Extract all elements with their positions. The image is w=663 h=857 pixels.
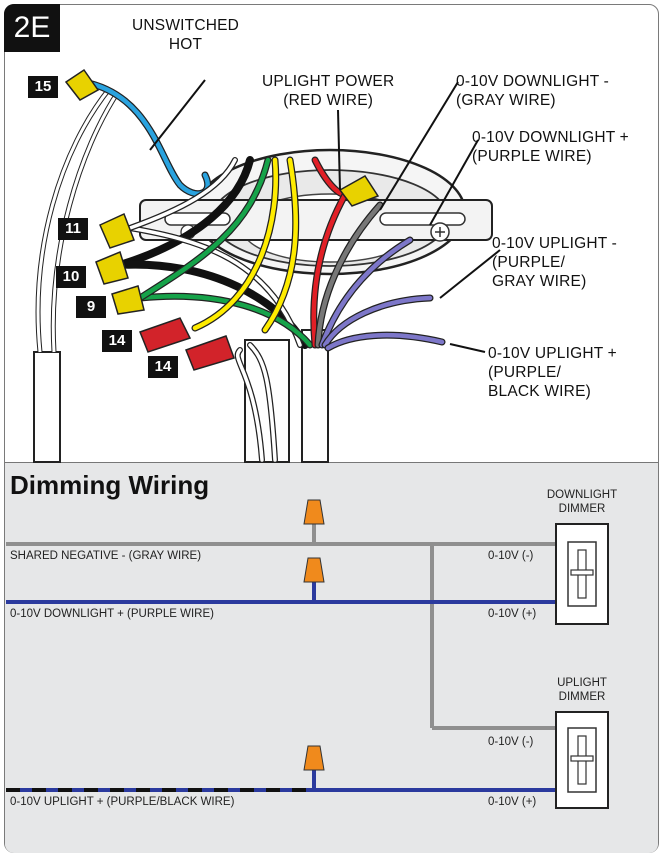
wire-nut-10-icon (95, 250, 129, 285)
uplight-dimmer (555, 711, 609, 809)
part-number-10: 10 (56, 266, 86, 288)
callout-line: 0-10V UPLIGHT + (488, 345, 617, 362)
callout-downlight-negative: 0-10V DOWNLIGHT - (GRAY WIRE) (456, 72, 609, 110)
dimming-lines (6, 522, 556, 792)
callout-downlight-positive: 0-10V DOWNLIGHT + (PURPLE WIRE) (472, 128, 629, 166)
downlight-term-positive: 0-10V (+) (488, 608, 537, 620)
part-number-14b: 14 (148, 356, 178, 378)
callout-line: (PURPLE WIRE) (472, 148, 592, 165)
part-number-11: 11 (58, 218, 88, 240)
callout-unswitched-hot: UNSWITCHED HOT (132, 16, 239, 54)
callout-line: HOT (168, 36, 203, 53)
callout-uplight-positive: 0-10V UPLIGHT + (PURPLE/ BLACK WIRE) (488, 344, 617, 401)
callout-uplight-negative: 0-10V UPLIGHT - (PURPLE/ GRAY WIRE) (492, 234, 617, 291)
downlight-term-negative: 0-10V (-) (488, 550, 534, 562)
dim-wire-nut-icon (303, 557, 325, 583)
callout-uplight-power: UPLIGHT POWER (RED WIRE) (262, 72, 394, 110)
uplight-term-positive: 0-10V (+) (488, 796, 537, 808)
wire-nut-14b-icon (185, 335, 235, 371)
wire-nuts (64, 68, 380, 371)
callout-line: (PURPLE/ (488, 364, 562, 381)
wire-nut-11-icon (99, 212, 135, 249)
dimmer-label-line: DIMMER (558, 691, 606, 703)
callout-line: 0-10V UPLIGHT - (492, 235, 618, 252)
wire-nut-14a-icon (139, 317, 192, 353)
callout-line: (GRAY WIRE) (456, 92, 556, 109)
callout-line: (PURPLE/ (492, 254, 566, 271)
part-number-9: 9 (76, 296, 106, 318)
part-number-14a: 14 (102, 330, 132, 352)
callout-line: BLACK WIRE) (488, 383, 591, 400)
dimmer-label-line: DOWNLIGHT (546, 489, 618, 501)
dimmer-label-line: UPLIGHT (557, 677, 607, 689)
wire-nut-15-icon (64, 68, 100, 101)
callout-line: GRAY WIRE) (492, 273, 587, 290)
step-tag: 2E (4, 4, 60, 52)
uplight-term-negative: 0-10V (-) (488, 736, 534, 748)
dimmer-label-line: DIMMER (558, 503, 606, 515)
dimmer-slider-icon (570, 755, 594, 762)
dim-wire-nut-icon (303, 499, 325, 525)
downlight-dimmer-label: DOWNLIGHT DIMMER (540, 488, 624, 516)
dimmer-slider-icon (570, 569, 594, 576)
callout-line: 0-10V DOWNLIGHT + (472, 129, 629, 146)
callout-line: UPLIGHT POWER (262, 73, 395, 90)
wire-nut-red-icon (338, 175, 380, 207)
wire-nut-9-icon (111, 285, 145, 315)
callout-leaders (149, 79, 501, 353)
callout-line: (RED WIRE) (283, 92, 374, 109)
uplight-positive-label: 0-10V UPLIGHT + (PURPLE/BLACK WIRE) (10, 796, 235, 808)
uplight-dimmer-label: UPLIGHT DIMMER (540, 676, 624, 704)
callout-line: 0-10V DOWNLIGHT - (456, 73, 609, 90)
downlight-dimmer (555, 523, 609, 625)
house-wires (80, 78, 446, 463)
dim-wire-nut-icon (303, 745, 325, 771)
callout-line: UNSWITCHED (132, 17, 240, 34)
dimming-title: Dimming Wiring (10, 470, 210, 500)
part-number-15: 15 (28, 76, 58, 98)
dimming-wire-nuts (303, 499, 325, 771)
shared-negative-label: SHARED NEGATIVE - (GRAY WIRE) (10, 550, 202, 562)
dimming-panel (5, 462, 658, 853)
downlight-positive-label: 0-10V DOWNLIGHT + (PURPLE WIRE) (10, 608, 214, 620)
